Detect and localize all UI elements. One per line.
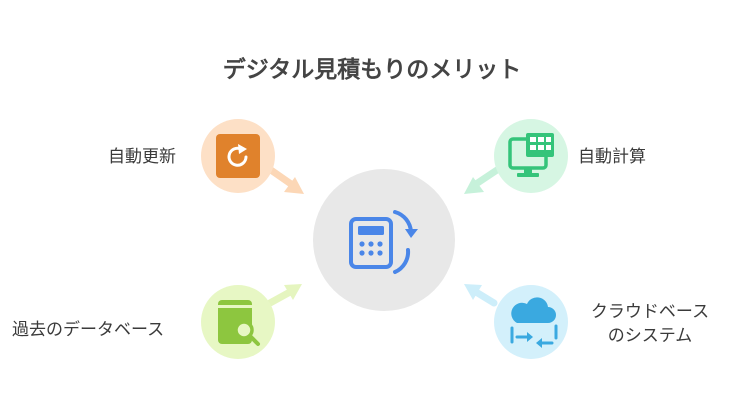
monitor-spreadsheet-icon [508,133,554,177]
arrow-auto-calc [464,164,504,194]
diagram-title: デジタル見積もりのメリット [222,57,522,83]
cloud-sync-icon [510,297,558,348]
calculator-sync-icon [349,210,418,274]
label-cloud-system-line1: クラウドベース [590,302,710,322]
label-past-database: 過去のデータベース [12,320,165,340]
label-cloud-system-line2: のシステム [607,326,693,346]
document-search-icon [218,300,260,346]
arrow-auto-update [264,164,304,194]
arrow-past-database [266,284,302,307]
label-cloud-system: クラウドベース のシステム [580,300,720,348]
arrow-cloud-system [464,284,498,307]
label-auto-calc: 自動計算 [578,147,646,167]
center-circle [313,169,455,311]
label-auto-update: 自動更新 [108,147,176,167]
refresh-icon [216,134,260,178]
